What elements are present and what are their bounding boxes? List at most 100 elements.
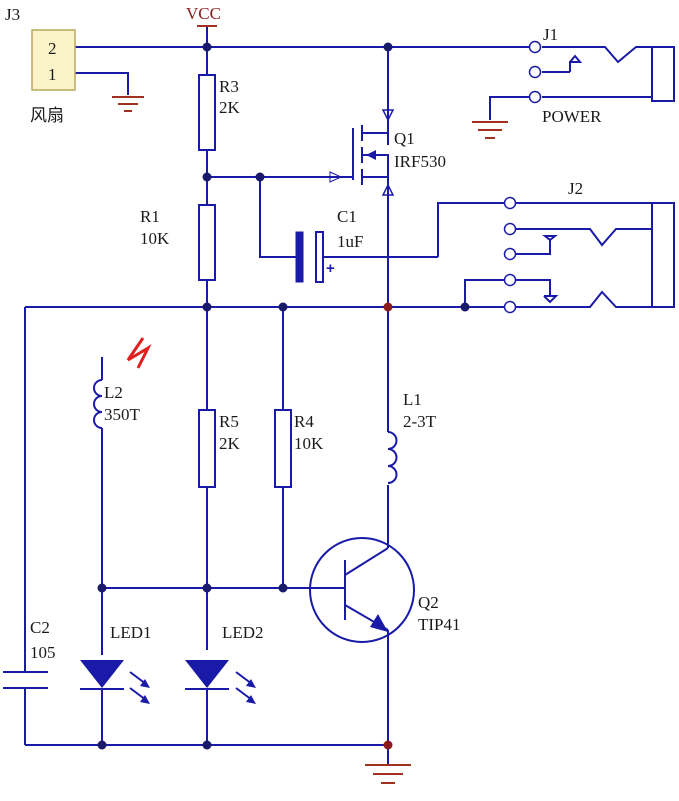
j2-pin [503,247,517,261]
led-led1: LED1 [80,623,152,704]
q2-collector [344,547,389,576]
led1-ray-arrow [140,679,150,688]
r4-ref: R4 [294,412,314,431]
j2-pin [503,196,517,210]
j2-pin [503,300,517,314]
l1-ref: L1 [403,390,422,409]
connector-j1: J1 POWER [528,25,675,126]
c2-ref: C2 [30,618,50,637]
q1-drain [362,132,389,145]
r1-ref: R1 [140,207,160,226]
j3-pin2-label: 2 [48,39,57,58]
q2-ref: Q2 [418,593,439,612]
q1-drain-arrow [381,109,395,122]
r5-body [198,409,216,488]
c1-value: 1uF [337,232,363,251]
q2-body [309,537,415,643]
j1-body [651,46,675,102]
junction [383,302,393,312]
led2-ray-arrow [246,679,256,688]
vcc-label: VCC [186,4,221,23]
resistor-r4: R4 10K [274,409,324,488]
junction [202,583,212,593]
q2-part: TIP41 [418,615,461,634]
r3-ref: R3 [219,77,239,96]
l2-ref: L2 [104,383,123,402]
capacitor-c1: C1 1uF + [295,207,363,283]
r3-value: 2K [219,98,241,117]
wire-j2-pin1 [437,202,507,257]
j1-contact [569,54,583,72]
junction [202,172,212,182]
j2-ref: J2 [568,179,583,198]
led-led2: LED2 [185,623,264,704]
l2-value: 350T [104,405,141,424]
q1-part: IRF530 [394,152,446,171]
j3-pin1-label: 1 [48,65,57,84]
j1-desc: POWER [542,107,602,126]
j2-body [651,202,675,308]
ground-j1 [472,121,508,139]
r5-ref: R5 [219,412,239,431]
inductor-l1: L1 2-3T [387,390,437,484]
j2-pin [503,273,517,287]
junction [278,302,288,312]
j2-contact [515,290,652,308]
c1-plate-neg [295,231,304,283]
resistor-r1: R1 10K [140,204,216,281]
c1-plate-pos [315,231,324,283]
junction [383,42,393,52]
j3-body [31,29,76,91]
junction [255,172,265,182]
c1-polarity: + [326,260,335,277]
c2-value: 105 [30,643,56,662]
q1-source-arrow [381,183,395,196]
junction [460,302,470,312]
q1-ref: Q1 [394,129,415,148]
led1-triangle [80,660,124,688]
r5-value: 2K [219,434,241,453]
r1-body [198,204,216,281]
wire-j3-ground [75,72,129,95]
led2-triangle [185,660,229,688]
wire-c1-left [259,177,298,258]
mosfet-q1: Q1 IRF530 [329,109,446,196]
resistor-r3: R3 2K [198,74,241,151]
l1-value: 2-3T [403,412,437,431]
junction [202,42,212,52]
wire-j1-ground [489,96,535,120]
j2-contact [543,295,559,304]
j1-pin [528,90,542,104]
junction [97,583,107,593]
lightning-icon [126,337,152,369]
r1-value: 10K [140,229,170,248]
c1-ref: C1 [337,207,357,226]
junction [202,302,212,312]
r4-body [274,409,292,488]
ground-main [365,764,411,784]
j1-contact [542,46,652,64]
j1-ref: J1 [543,25,558,44]
j2-contact [515,279,551,296]
l1-coil [387,431,398,484]
wire-j2-pin4 [464,279,507,307]
r4-value: 10K [294,434,324,453]
q1-body-arrow [366,150,376,160]
junction [202,740,212,750]
q1-gate-arrow [329,171,343,183]
q1-source [362,165,389,178]
connector-j2: J2 [503,179,675,314]
j2-contact [515,235,558,255]
j2-pin [503,222,517,236]
junction [383,740,393,750]
l2-coil [93,379,103,429]
led2-ray-arrow [246,695,256,704]
connector-j3: J3 2 1 风扇 [5,5,76,125]
led1-ref: LED1 [110,623,152,642]
vcc-symbol: VCC [186,4,221,27]
junctions [97,42,470,750]
j2-contact [515,228,652,247]
transistor-q2: Q2 TIP41 [309,537,461,643]
capacitor-c2: C2 105 [3,618,56,689]
